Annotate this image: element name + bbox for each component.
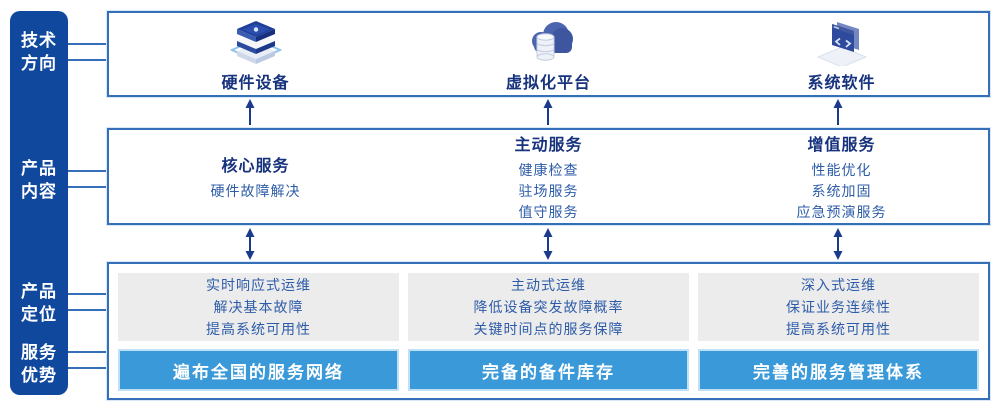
rail-label-tech-direction: 技术 方向 — [21, 31, 57, 73]
position-line: 提高系统可用性 — [206, 321, 311, 337]
position-col-2: 主动式运维 降低设备突发故障概率 关键时间点的服务保障 完备的备件库存 — [408, 273, 689, 391]
position-line: 主动式运维 — [511, 277, 586, 293]
rail-label-service-advantage: 服务 优势 — [21, 343, 57, 385]
product-item: 系统加固 — [811, 182, 872, 199]
connector-line — [68, 186, 107, 188]
double-arrow — [243, 228, 257, 260]
server-stack-icon — [227, 16, 285, 66]
product-content-box: 核心服务 硬件故障解决 主动服务 健康检查 驻场服务 值守服务 增值服务 性能优… — [107, 128, 990, 225]
product-item: 驻场服务 — [518, 182, 579, 199]
tech-direction-box: 硬件设备 虚拟化平台 — [107, 11, 990, 97]
product-title-core: 核心服务 — [221, 157, 290, 175]
position-summary-proactive: 主动式运维 降低设备突发故障概率 关键时间点的服务保障 — [408, 273, 689, 341]
double-arrow — [541, 228, 555, 260]
position-line: 保证业务连续性 — [786, 299, 891, 315]
position-col-3: 深入式运维 保证业务连续性 提高系统可用性 完善的服务管理体系 — [698, 273, 979, 391]
product-col-value-added: 增值服务 性能优化 系统加固 应急预演服务 — [695, 131, 988, 223]
position-line: 实时响应式运维 — [206, 277, 311, 293]
connector-line — [68, 351, 107, 353]
rail-label-product-position: 产品 定位 — [21, 282, 57, 324]
tech-label-virtualization: 虚拟化平台 — [505, 74, 591, 92]
tech-col-hardware: 硬件设备 — [109, 16, 402, 93]
connector-line — [68, 293, 107, 295]
tech-label-software: 系统软件 — [807, 74, 876, 92]
position-line: 关键时间点的服务保障 — [473, 321, 624, 337]
connector-line — [68, 59, 107, 61]
up-arrow — [243, 99, 257, 126]
position-line: 降低设备突发故障概率 — [473, 299, 624, 315]
position-col-1: 实时响应式运维 解决基本故障 提高系统可用性 遍布全国的服务网络 — [118, 273, 399, 391]
product-item: 应急预演服务 — [796, 203, 887, 220]
position-line: 深入式运维 — [801, 277, 876, 293]
connector-line — [68, 43, 107, 45]
cloud-database-icon — [520, 16, 578, 66]
product-item: 值守服务 — [518, 203, 579, 220]
product-title-active: 主动服务 — [514, 136, 583, 154]
tech-col-virtualization: 虚拟化平台 — [402, 16, 695, 93]
product-item: 性能优化 — [811, 161, 872, 178]
connector-line — [68, 367, 107, 369]
rail-label-product-content: 产品 内容 — [21, 159, 57, 201]
position-line: 提高系统可用性 — [786, 321, 891, 337]
product-item: 硬件故障解决 — [210, 182, 301, 199]
product-title-value-added: 增值服务 — [807, 136, 876, 154]
up-arrow — [541, 99, 555, 126]
advantage-bar-service-network: 遍布全国的服务网络 — [118, 349, 399, 391]
position-advantage-box: 实时响应式运维 解决基本故障 提高系统可用性 遍布全国的服务网络 主动式运维 降… — [107, 262, 990, 400]
tech-col-software: 系统软件 — [695, 16, 988, 93]
code-window-icon — [813, 16, 871, 66]
connector-line — [68, 170, 107, 172]
product-col-active: 主动服务 健康检查 驻场服务 值守服务 — [402, 131, 695, 223]
position-summary-realtime: 实时响应式运维 解决基本故障 提高系统可用性 — [118, 273, 399, 341]
connector-line — [68, 309, 107, 311]
advantage-bar-service-management: 完善的服务管理体系 — [698, 349, 979, 391]
up-arrow — [831, 99, 845, 126]
double-arrow — [831, 228, 845, 260]
position-summary-deep: 深入式运维 保证业务连续性 提高系统可用性 — [698, 273, 979, 341]
tech-label-hardware: 硬件设备 — [221, 74, 290, 92]
product-item: 健康检查 — [518, 161, 579, 178]
position-line: 解决基本故障 — [213, 299, 304, 315]
category-rail — [10, 11, 68, 395]
advantage-bar-spare-parts: 完备的备件库存 — [408, 349, 689, 391]
product-col-core: 核心服务 硬件故障解决 — [109, 152, 402, 202]
